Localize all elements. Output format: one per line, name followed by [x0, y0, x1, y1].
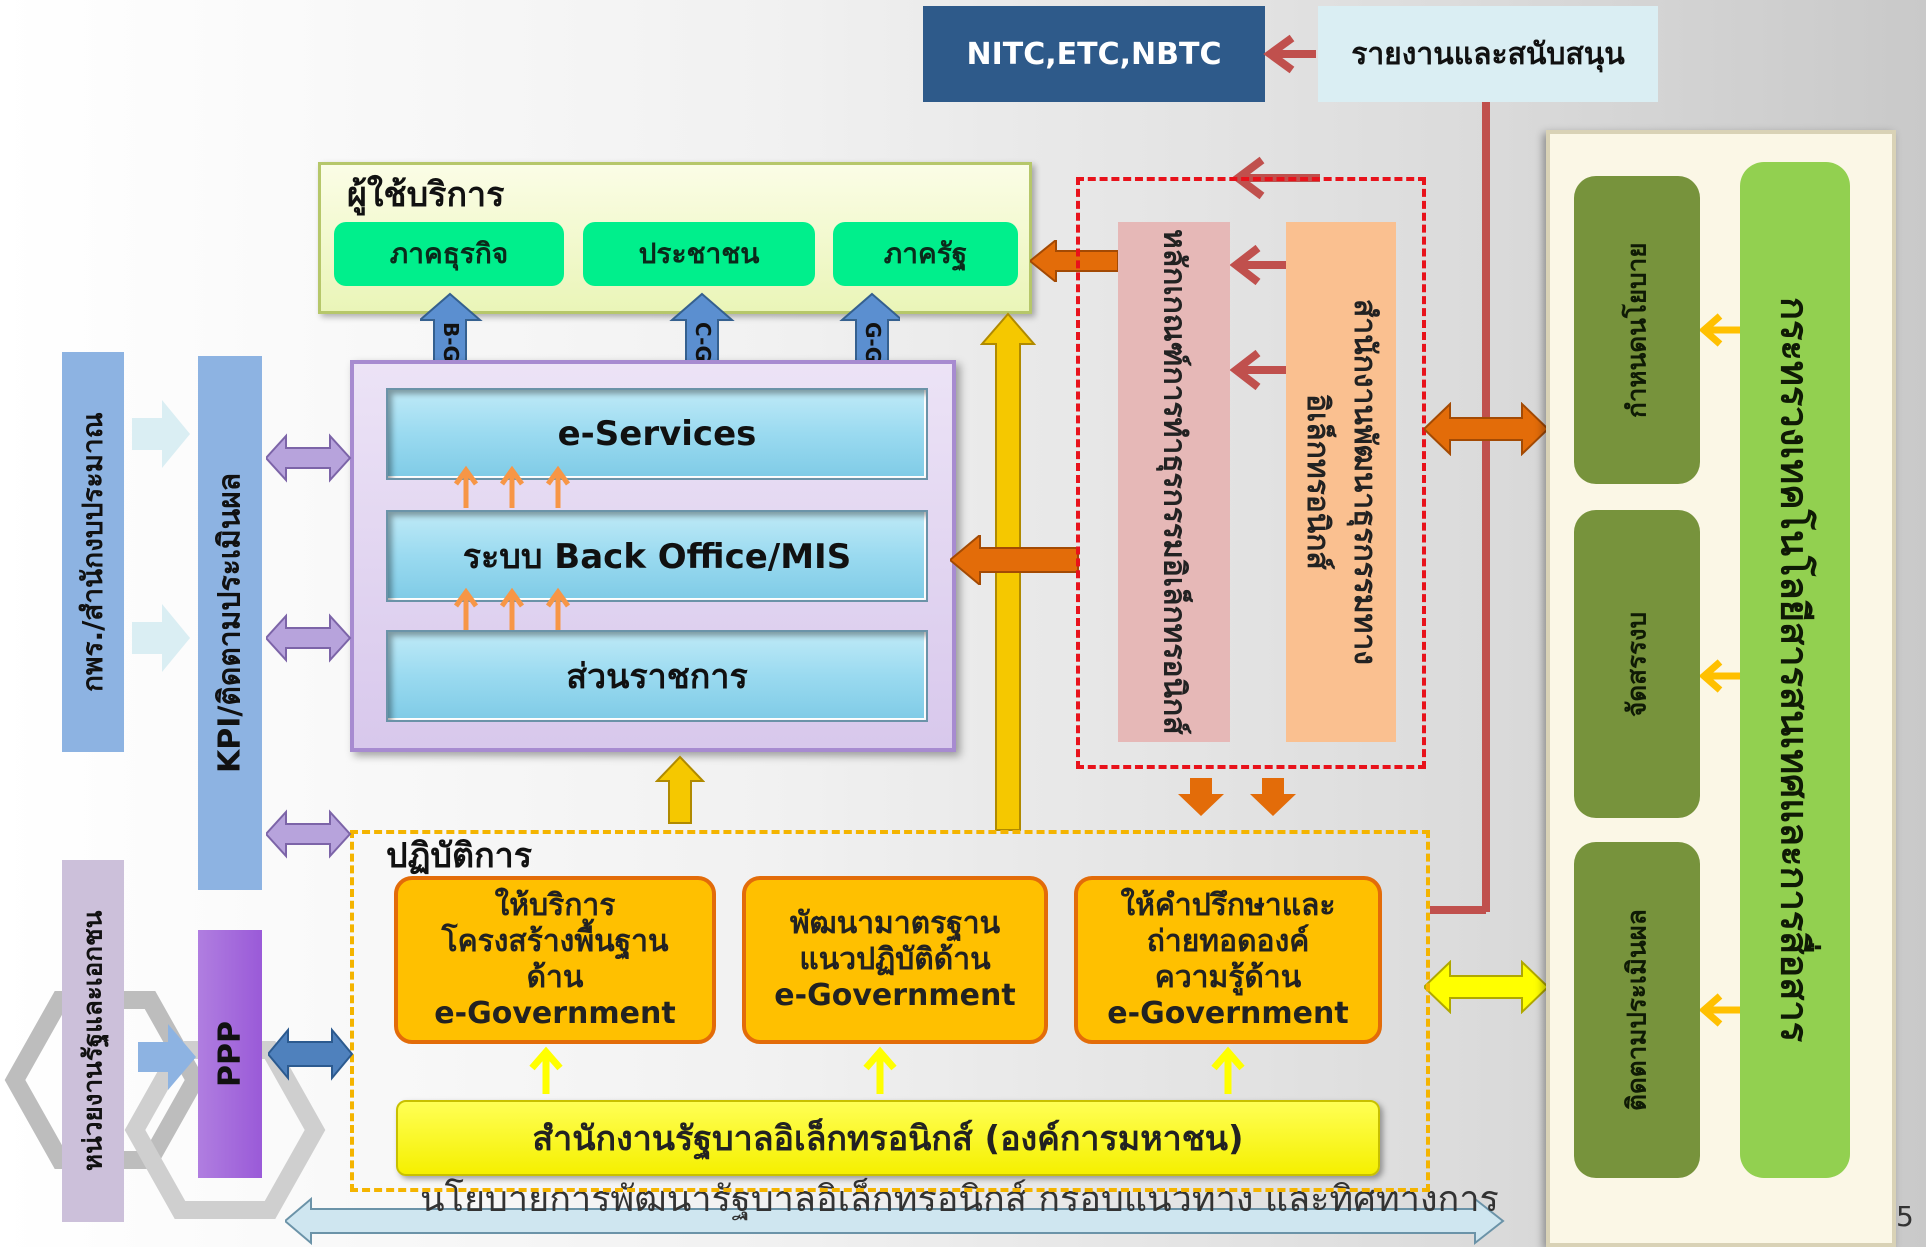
orange-down-arrows [1178, 778, 1296, 816]
ministry-title: กระทรวงเทคโนโลยีสารสนเทศและการสื่อสาร [1772, 297, 1817, 1043]
ministry-title-box: กระทรวงเทคโนโลยีสารสนเทศและการสื่อสาร [1740, 162, 1850, 1178]
etda-box: สำนักงานพัฒนาธุรกรรมทางอิเล็กทรอนิกส์ [1286, 222, 1396, 742]
operations-dashed-box [350, 830, 1430, 1192]
ega-bar: สำนักงานรัฐบาลอิเล็กทรอนิกส์ (องค์การมหา… [396, 1100, 1380, 1176]
role-budget: จัดสรรงบ [1622, 611, 1653, 717]
tag-c-g: C-G [691, 322, 715, 362]
tag-g-g: G-G [861, 322, 885, 364]
kpi-text: KPI/ติดตามประเมินผล [212, 472, 248, 774]
role-evaluation-box: ติดตามประเมินผล [1574, 842, 1700, 1178]
ppp-box: PPP [198, 930, 262, 1178]
orange-arrow-backoffice [950, 535, 1079, 585]
policy-footer-text: นโยบายการพัฒนารัฐบาลอิเล็กทรอนิกส์ กรอบแ… [420, 1179, 1499, 1220]
op-up-arrows [529, 1046, 1245, 1094]
nitc-box: NITC,ETC,NBTC [923, 6, 1265, 102]
etda-text: สำนักงานพัฒนาธุรกรรมทางอิเล็กทรอนิกส์ [1300, 299, 1382, 665]
layer-arrows [453, 465, 571, 630]
op-standards: พัฒนามาตรฐาน แนวปฏิบัติด้าน e-Government [742, 876, 1048, 1044]
purple-double-arrows [266, 433, 352, 859]
blue-double-arrow [268, 1027, 354, 1081]
user-government: ภาครัฐ [833, 222, 1018, 286]
agencies-layer: ส่วนราชการ [386, 630, 928, 722]
ppp-text: PPP [212, 1021, 248, 1087]
e-services-layer: e-Services [386, 388, 928, 480]
budget-arrows [132, 400, 190, 672]
principles-box: หลักเกณฑ์การทำธุรกรรมอิเล็กทรอนิกส์ [1118, 222, 1230, 742]
principles-text: หลักเกณฑ์การทำธุรกรรมอิเล็กทรอนิกส์ [1156, 229, 1192, 735]
ppp-in-arrow [138, 1024, 196, 1090]
role-policy-box: กำหนดนโยบาย [1574, 176, 1700, 484]
user-citizen: ประชาชน [583, 222, 815, 286]
operations-title: ปฏิบัติการ [386, 836, 533, 876]
report-support-box: รายงานและสนับสนุน [1318, 6, 1658, 102]
partners-box: หน่วยงานรัฐและเอกชน [62, 860, 124, 1222]
partners-text: หน่วยงานรัฐและเอกชน [78, 910, 109, 1172]
op-consulting: ให้คำปรึกษาและ ถ่ายทอดองค์ ความรู้ด้าน e… [1074, 876, 1382, 1044]
role-policy: กำหนดนโยบาย [1622, 242, 1653, 418]
tag-b-g: B-G [439, 322, 463, 362]
governance-dashed-box [1076, 177, 1426, 769]
ministry-role-arrows [1700, 313, 1740, 1027]
page-number: 5 [1896, 1200, 1914, 1233]
users-title: ผู้ใช้บริการ [347, 175, 505, 215]
op-infrastructure: ให้บริการ โครงสร้างพื้นฐาน ด้าน e-Govern… [394, 876, 716, 1044]
role-budget-box: จัดสรรงบ [1574, 510, 1700, 818]
user-business: ภาคธุรกิจ [334, 222, 564, 286]
yellow-small-up-arrow [655, 755, 705, 824]
role-evaluation: ติดตามประเมินผล [1622, 909, 1653, 1111]
budget-box: กพร./สำนักงบประมาณ [62, 352, 124, 752]
budget-text: กพร./สำนักงบประมาณ [76, 412, 109, 692]
hexagon-decoration [4, 991, 326, 1219]
tag-arrows [420, 292, 900, 369]
orange-double-arrow [1424, 402, 1548, 456]
bottom-long-arrow [285, 1196, 1505, 1246]
backoffice-layer: ระบบ Back Office/MIS [386, 510, 928, 602]
kpi-box: KPI/ติดตามประเมินผล [198, 356, 262, 890]
yellow-double-arrow [1424, 960, 1548, 1014]
